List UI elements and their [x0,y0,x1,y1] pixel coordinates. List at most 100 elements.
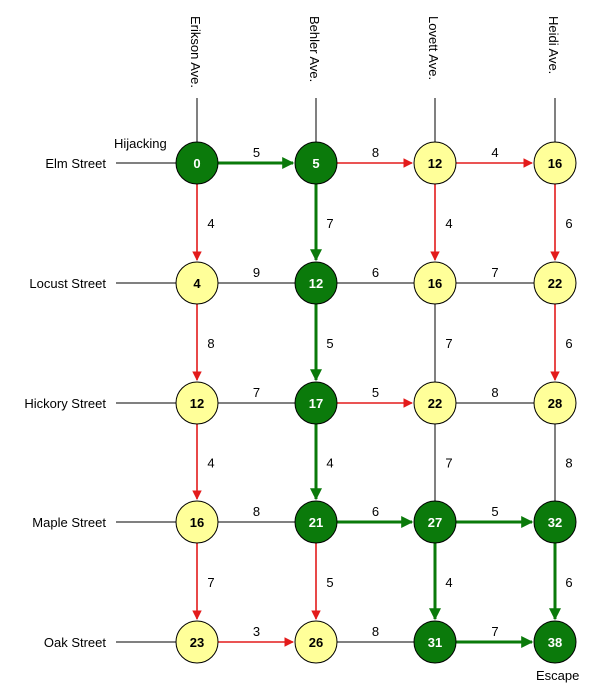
node-distance: 12 [428,156,442,171]
node-distance: 16 [190,515,204,530]
path-node: 21 [294,500,338,544]
visited-node: 22 [533,261,577,305]
node-distance: 4 [193,276,201,291]
visited-node: 26 [294,620,338,664]
visited-node: 16 [175,500,219,544]
segment-weight: 6 [372,265,379,280]
node-distance: 21 [309,515,323,530]
visited-node: 22 [413,381,457,425]
segment-weight: 5 [491,504,498,519]
node-circle [413,261,457,305]
node-distance: 26 [309,635,323,650]
segment-weight: 5 [372,385,379,400]
node-distance: 5 [312,156,319,171]
visited-node: 23 [175,620,219,664]
node-distance: 16 [548,156,562,171]
node-distance: 12 [309,276,323,291]
segment-weight: 8 [207,336,214,351]
segment-weight: 8 [491,385,498,400]
segment-weight: 7 [491,265,498,280]
street-label: Maple Street [32,515,106,530]
node-distance: 16 [428,276,442,291]
avenue-label: Heidi Ave. [546,16,561,74]
segment-weight: 8 [253,504,260,519]
node-circle [413,620,457,664]
start-label: Hijacking [114,136,167,151]
node-circle [533,261,577,305]
node-distance: 28 [548,396,562,411]
annotations: Hijacking Escape [114,136,579,683]
node-distance: 22 [428,396,442,411]
node-distance: 0 [193,156,200,171]
segment-weight: 3 [253,624,260,639]
node-circle [294,141,338,185]
node-circle [294,500,338,544]
node-circle [294,620,338,664]
segment-weight: 7 [253,385,260,400]
avenue-label: Lovett Ave. [426,16,441,80]
node-distance: 32 [548,515,562,530]
segment-weight: 8 [372,624,379,639]
visited-node: 4 [175,261,219,305]
path-node: 31 [413,620,457,664]
node-circle [413,141,457,185]
avenue-label: Erikson Ave. [188,16,203,88]
segment-weight: 7 [207,575,214,590]
node-distance: 23 [190,635,204,650]
node-distance: 27 [428,515,442,530]
path-node: 17 [294,381,338,425]
street-label: Oak Street [44,635,107,650]
path-node: 32 [533,500,577,544]
segment-weight: 5 [326,336,333,351]
segment-weight: 7 [491,624,498,639]
segment-weight: 5 [253,145,260,160]
path-node: 5 [294,141,338,185]
node-distance: 38 [548,635,562,650]
segment-weight: 4 [207,216,214,231]
node-distance: 12 [190,396,204,411]
node-circle [533,141,577,185]
node-circle [175,261,219,305]
node-circle [175,381,219,425]
node-circle [175,500,219,544]
node-circle [294,261,338,305]
segment-weight: 8 [372,145,379,160]
segment-weight: 6 [372,504,379,519]
node-circle [413,381,457,425]
segment-weight: 4 [207,456,214,471]
node-distance: 17 [309,396,323,411]
path-node: 12 [294,261,338,305]
street-and-avenue-stubs [116,98,556,643]
road-segments [192,157,561,648]
node-circle [175,141,219,185]
node-distance: 22 [548,276,562,291]
segment-weight: 6 [565,216,572,231]
avenue-labels: Erikson Ave.Behler Ave.Lovett Ave.Heidi … [188,16,561,88]
segment-weight: 8 [565,456,572,471]
street-label: Elm Street [45,156,106,171]
node-circle [533,500,577,544]
visited-node: 16 [533,141,577,185]
segment-weight: 5 [326,575,333,590]
end-label: Escape [536,668,579,683]
node-circle [533,381,577,425]
visited-node: 16 [413,261,457,305]
node-circle [175,620,219,664]
node-circle [413,500,457,544]
segment-weight: 4 [491,145,498,160]
visited-node: 12 [413,141,457,185]
node-circle [294,381,338,425]
segment-weight: 6 [565,575,572,590]
node-circle [533,620,577,664]
segment-weight: 6 [565,336,572,351]
visited-node: 28 [533,381,577,425]
segment-weight: 7 [445,336,452,351]
path-node: 38 [533,620,577,664]
street-label: Hickory Street [24,396,106,411]
segment-weight: 9 [253,265,260,280]
path-node: 27 [413,500,457,544]
